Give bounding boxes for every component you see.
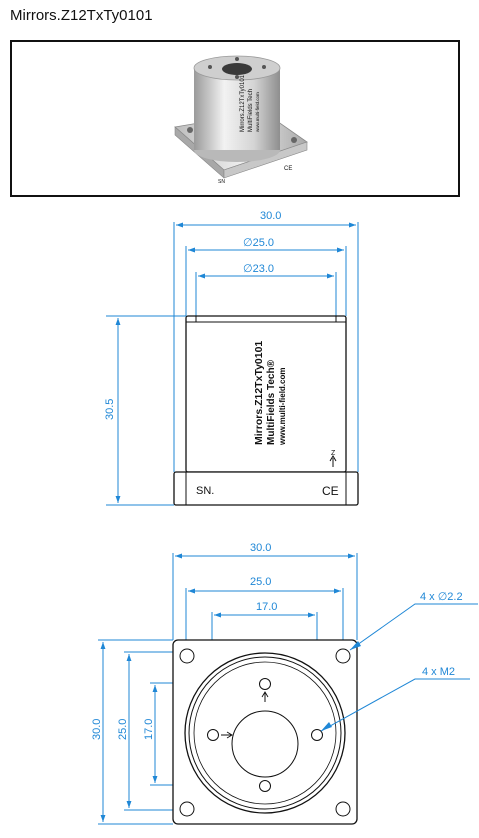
corner-hole-icon — [335, 801, 351, 817]
side-axis-label: Z — [331, 450, 336, 457]
top-view: 30.0 25.0 17.0 30.0 25.0 17.0 — [91, 542, 478, 825]
side-outer-dia-dim: ∅25.0 — [243, 237, 274, 249]
corner-hole-icon — [179, 648, 195, 664]
photo-label-line2: MultiFields Tech — [248, 89, 254, 132]
photo-label: Mirrors.Z12TxTy0101 MultiFields Tech www… — [240, 74, 260, 132]
product-photo: SN CE Mirrors.Z12TxTy0101 MultiFields Te… — [174, 55, 308, 185]
corner-hole-icon — [179, 801, 195, 817]
m2-hole-icon — [311, 729, 323, 741]
side-label-line1: Mirrors.Z12TxTy0101 — [253, 341, 265, 445]
top-outer-ring — [184, 652, 346, 814]
hole-callout: 4 x ∅2.2 — [420, 591, 463, 603]
photo-label-line1: Mirrors.Z12TxTy0101 — [240, 74, 246, 132]
m2-hole-icon — [259, 780, 271, 792]
side-ce-label: CE — [322, 484, 339, 498]
top-left-inner-dim: 17.0 — [143, 719, 155, 740]
top-inner-dim: 17.0 — [256, 601, 277, 613]
m2-hole-icon — [207, 729, 219, 741]
top-mid-dim: 25.0 — [250, 576, 271, 588]
side-cylinder-body — [185, 315, 347, 473]
photo-ce-text: CE — [284, 166, 292, 172]
side-label-line2: MultiFields Tech® — [266, 359, 277, 445]
m2-hole-icon — [259, 678, 271, 690]
side-height-dim: 30.5 — [104, 399, 116, 420]
corner-hole-icon — [335, 648, 351, 664]
thread-callout-leader — [320, 678, 470, 732]
side-sn-label: SN. — [196, 485, 214, 497]
side-view: 30.0 ∅25.0 ∅23.0 30.5 SN. CE Mirrors.Z12… — [104, 210, 359, 506]
top-base-plate — [172, 639, 358, 825]
top-left-mid-dim: 25.0 — [117, 719, 129, 740]
side-label-line3: www.multi-field.com — [278, 368, 287, 446]
side-width-dim: 30.0 — [260, 210, 281, 222]
photo-label-line3: www.multi-field.com — [255, 92, 260, 132]
top-width-dim: 30.0 — [250, 542, 271, 554]
top-left-outer-dim: 30.0 — [91, 719, 103, 740]
side-label: Mirrors.Z12TxTy0101 MultiFields Tech® ww… — [253, 341, 287, 446]
side-inner-dia-dim: ∅23.0 — [243, 263, 274, 275]
photo-sn-text: SN — [218, 179, 225, 185]
page-title: Mirrors.Z12TxTy0101 — [10, 7, 153, 24]
top-aperture — [222, 63, 252, 75]
thread-callout: 4 x M2 — [422, 666, 455, 678]
hole-callout-leader — [349, 603, 478, 651]
product-photo-frame: SN CE Mirrors.Z12TxTy0101 MultiFields Te… — [10, 40, 460, 197]
side-base-plate — [173, 471, 359, 506]
center-aperture — [231, 710, 299, 778]
